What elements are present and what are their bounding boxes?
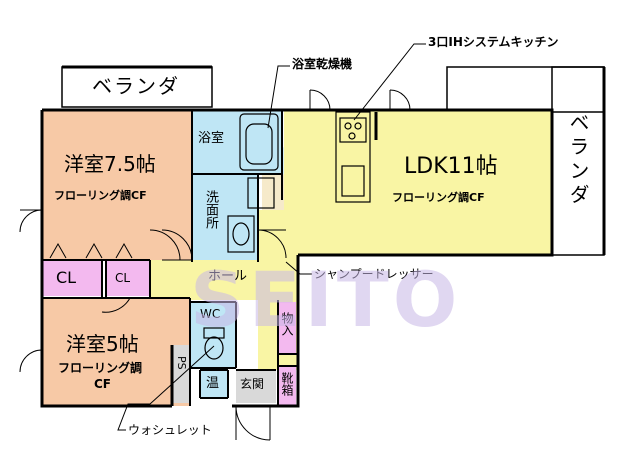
- callout-bath-dryer: 浴室乾燥機: [292, 57, 353, 71]
- room-wc: [190, 302, 236, 368]
- ldk-floor: フローリング調CF: [392, 191, 485, 204]
- callout-shampoo-dresser: シャンプードレッサー: [314, 267, 434, 281]
- ldk-name: LDK11帖: [404, 154, 498, 179]
- genkan-label: 玄関: [240, 377, 265, 391]
- room-storage: [278, 302, 296, 354]
- callout-ih-kitchen: 3口IHシステムキッチン: [428, 35, 559, 49]
- wc-label: WC: [200, 307, 221, 321]
- room-cl1: [42, 260, 102, 296]
- door-swing-icon: [19, 89, 411, 441]
- balcony-top-label: ベランダ: [92, 74, 180, 98]
- room-shoebox: [278, 366, 296, 406]
- room-ps: [172, 345, 190, 403]
- hall-label: ホール: [208, 269, 248, 284]
- western2-floor-1: フローリング調: [58, 361, 143, 375]
- toilet-icon: [203, 327, 225, 360]
- western2-name: 洋室5帖: [66, 332, 139, 356]
- room-genkan: [236, 370, 276, 403]
- cl1-label: CL: [56, 268, 77, 287]
- room-washroom: [192, 174, 258, 260]
- western1-floor: フローリング調CF: [54, 189, 147, 202]
- western1-name: 洋室7.5帖: [64, 152, 156, 176]
- callout-washlet: ウォシュレット: [128, 423, 212, 437]
- stove-icon: [335, 111, 378, 203]
- watermark-text: SEITO: [190, 255, 462, 344]
- bathtub-icon: [239, 113, 279, 171]
- cl2-label: CL: [115, 271, 131, 285]
- storage-label: 物入: [280, 312, 294, 336]
- bath-label: 浴室: [198, 131, 225, 146]
- ps-label: PS: [175, 356, 188, 370]
- balcony-right-label: ベランダ: [566, 112, 590, 208]
- water-heater-label: 温: [206, 376, 220, 391]
- washroom-label: 洗面所: [203, 190, 218, 229]
- room-western2: [42, 298, 190, 406]
- room-water-heater: [200, 370, 228, 398]
- room-ldk: [284, 110, 552, 255]
- room-cl2: [106, 260, 150, 296]
- shoebox-label: 靴箱: [280, 372, 294, 396]
- sink-icon: [227, 177, 275, 253]
- western2-floor-2: CF: [94, 377, 112, 391]
